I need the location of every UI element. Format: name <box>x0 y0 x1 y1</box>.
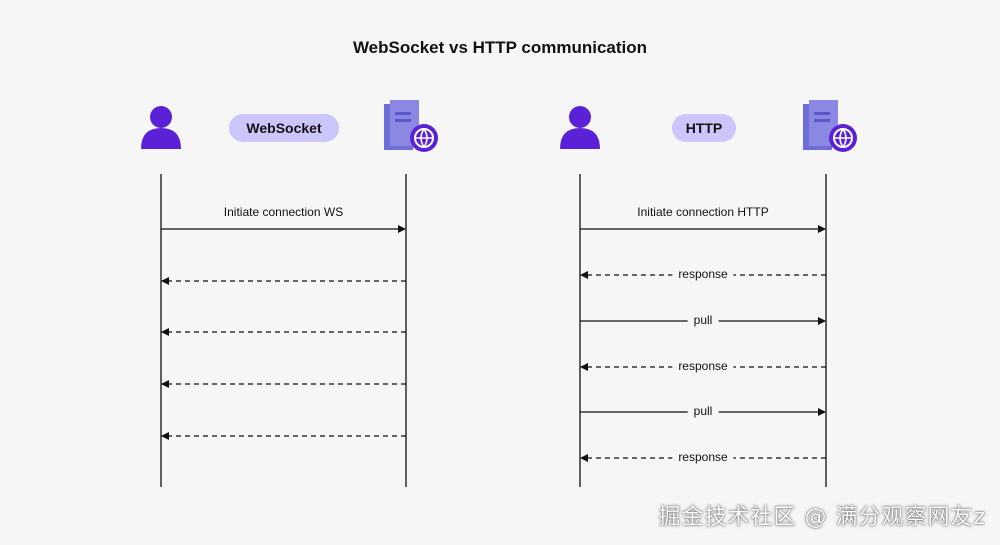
left-server-globe-icon <box>384 100 438 152</box>
right-message-label-6: response <box>672 450 734 464</box>
right-server-globe-icon <box>803 100 857 152</box>
right-client-user-icon <box>560 106 600 149</box>
right-message-label-4: response <box>672 359 734 373</box>
diagram-title: WebSocket vs HTTP communication <box>352 38 648 57</box>
websocket-pill: WebSocket <box>229 114 339 142</box>
http-pill: HTTP <box>672 114 736 142</box>
left-client-user-icon <box>141 106 181 149</box>
left-message-arrows <box>161 225 406 440</box>
left-message-label-1: Initiate connection WS <box>223 205 344 219</box>
right-message-arrows <box>580 225 826 462</box>
right-message-label-2: response <box>672 267 734 281</box>
watermark: 掘金技术社区 @ 满分观察网友z <box>658 505 986 530</box>
right-message-label-1: Initiate connection HTTP <box>637 205 769 219</box>
right-message-label-3: pull <box>687 313 719 327</box>
right-message-label-5: pull <box>687 404 719 418</box>
